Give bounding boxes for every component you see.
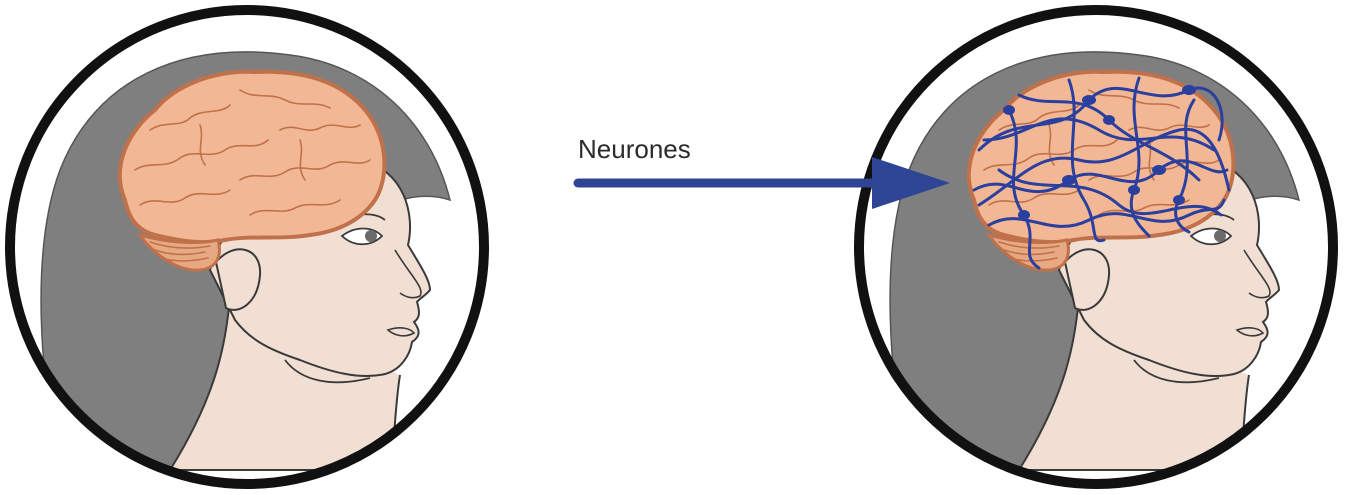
panel-frame-right [854, 5, 1338, 489]
panel-frame-left [5, 5, 489, 489]
panel-before [5, 5, 489, 489]
arrow-label: Neurones [578, 134, 691, 164]
neuron-arrow: Neurones [573, 134, 950, 209]
arrow-head [872, 157, 950, 209]
panel-after [854, 5, 1338, 489]
neuron-network [972, 76, 1231, 270]
neuron-cell-bodies [1003, 85, 1196, 220]
